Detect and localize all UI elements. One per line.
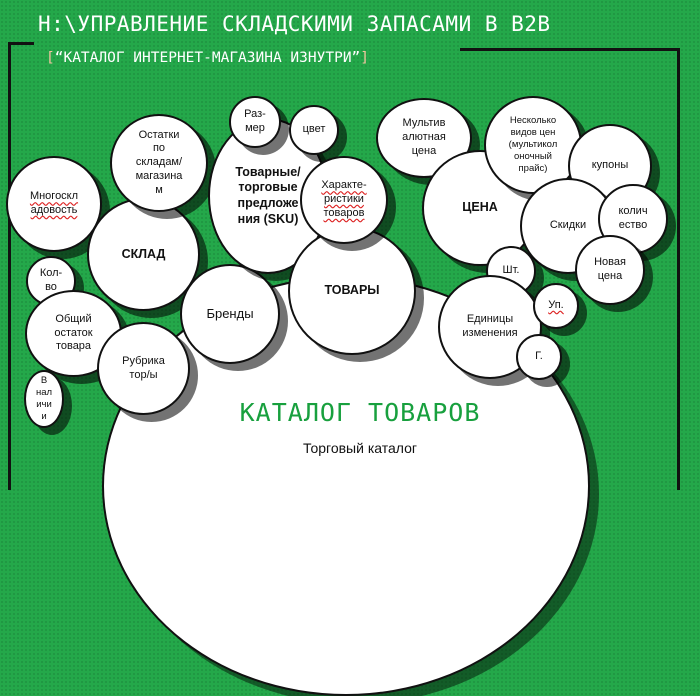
catalog-title: КАТАЛОГ ТОВАРОВ	[239, 398, 481, 427]
page-subtitle: [“КАТАЛОГ ИНТЕРНЕТ-МАГАЗИНА ИЗНУТРИ”]	[46, 50, 369, 66]
frame-left-line	[8, 42, 11, 490]
frame-right-line	[677, 48, 680, 490]
bubble-size: Раз- мер	[229, 96, 281, 148]
bubble-pack: Уп.	[533, 283, 579, 329]
frame-top-right-line	[460, 48, 680, 51]
subtitle-bracket-open: [	[46, 50, 55, 66]
bubble-characteristics: Характе- ристики товаров	[300, 156, 388, 244]
bubble-goods: ТОВАРЫ	[288, 227, 416, 355]
bubble-several-prices: Несколько видов цен (мультикол оночный п…	[484, 96, 582, 194]
bubble-brands: Бренды	[180, 264, 280, 364]
bubble-warehouse: СКЛАД	[87, 198, 200, 311]
page-title: Н:\УПРАВЛЕНИЕ СКЛАДСКИМИ ЗАПАСАМИ В B2B	[38, 12, 551, 36]
bubble-in-stock: В нал ичи и	[24, 370, 64, 428]
subtitle-bracket-close: ]	[360, 50, 370, 66]
frame-top-left-line	[8, 42, 34, 45]
bubble-pcs: Шт.	[486, 246, 536, 296]
bubble-new-price: Новая цена	[575, 235, 645, 305]
catalog-subtitle: Торговый каталог	[303, 440, 417, 456]
subtitle-text: “КАТАЛОГ ИНТЕРНЕТ-МАГАЗИНА ИЗНУТРИ”	[54, 50, 361, 66]
bubble-color: цвет	[289, 105, 339, 155]
bubble-category: Рубрика тор/ы	[97, 322, 190, 415]
bubble-stock-by-warehouse: Остатки по складам/ магазина м	[110, 114, 208, 212]
bubble-gram: Г.	[516, 334, 562, 380]
bubble-multi-warehouse: Многоскл адовость	[6, 156, 102, 252]
